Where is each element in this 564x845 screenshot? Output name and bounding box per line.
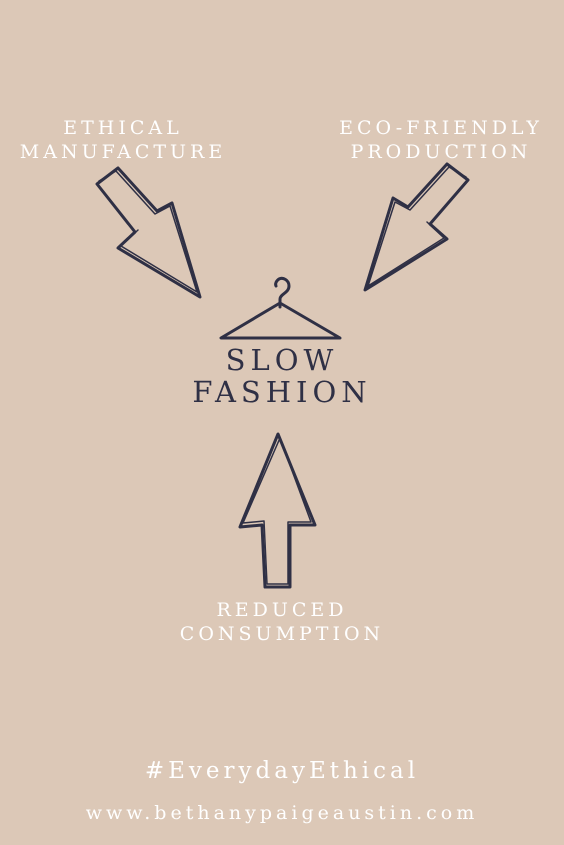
arrow-down-right-icon	[95, 166, 202, 299]
title-slow: SLOW	[225, 343, 339, 377]
label-ethical-manufacture: ETHICAL MANUFACTURE	[0, 116, 246, 164]
label-line: CONSUMPTION	[179, 623, 385, 645]
title-fashion: FASHION	[192, 375, 372, 409]
arrow-down-left-icon	[363, 162, 470, 292]
label-line: PRODUCTION	[350, 141, 532, 163]
label-reduced-consumption: REDUCED CONSUMPTION	[166, 598, 398, 646]
label-line: ETHICAL	[63, 117, 183, 139]
hashtag-text: #EverydayEthical	[144, 758, 420, 784]
hanger-icon	[219, 276, 342, 340]
label-line: REDUCED	[216, 599, 348, 621]
label-line: ECO-FRIENDLY	[339, 117, 543, 139]
label-line: MANUFACTURE	[19, 141, 227, 163]
label-eco-friendly-production: ECO-FRIENDLY PRODUCTION	[318, 116, 564, 164]
website-link[interactable]: www.bethanypaigeaustin.com	[85, 802, 479, 824]
arrow-up-icon	[238, 432, 317, 589]
